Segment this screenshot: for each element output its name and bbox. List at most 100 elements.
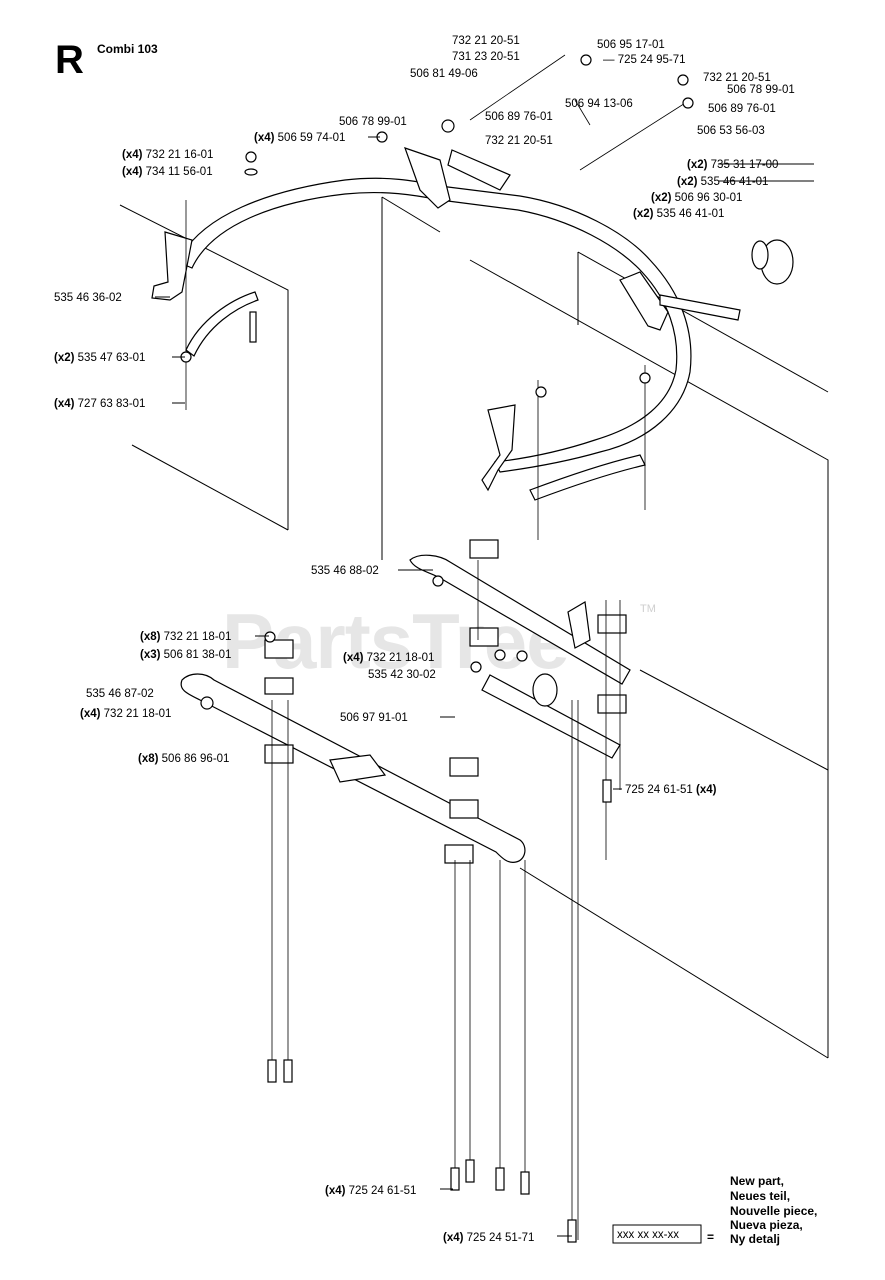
part-label: 535 46 87-02 (86, 688, 154, 700)
nut-9 (441, 119, 455, 133)
part-label: 506 78 99-01 (339, 116, 407, 128)
rear-plane-outline (469, 259, 829, 1058)
part-label: 506 94 13-06 (565, 98, 633, 110)
nut-14 (516, 650, 528, 662)
nut-13 (494, 649, 506, 661)
top-clamp (404, 147, 451, 209)
bolt-6 (520, 1171, 530, 1195)
legend-box (612, 1224, 702, 1244)
clamp-10 (597, 694, 627, 714)
part-label: (x2) 535 46 41-01 (633, 208, 724, 220)
washer-1 (244, 168, 258, 176)
part-label: (x8) 506 86 96-01 (138, 753, 229, 765)
bolt-1 (267, 1059, 277, 1083)
part-label: 732 21 20-51 (485, 135, 553, 147)
part-labels: 732 21 20-51 731 23 20-51 506 81 49-06 5… (54, 35, 795, 1244)
part-label: (x8) 732 21 18-01 (140, 631, 231, 643)
part-label: 732 21 20-51 (452, 35, 520, 47)
part-label: 725 24 61-51 (x4) (625, 784, 717, 796)
part-label: (x4) 732 21 18-01 (343, 652, 434, 664)
pedal-plate (329, 754, 387, 783)
part-label: (x2) 735 31 17-00 (687, 159, 778, 171)
section-letter: R (55, 38, 84, 82)
clamp-8 (444, 844, 474, 864)
legend-line: Nouvelle piece, (730, 1204, 817, 1218)
part-label: (x4) 506 59 74-01 (254, 132, 345, 144)
part-label: (x4) 727 63 83-01 (54, 398, 145, 410)
part-label: (x4) 732 21 18-01 (80, 708, 171, 720)
nut-15 (432, 575, 444, 587)
bolt-7 (567, 1219, 577, 1243)
clamp-9 (597, 614, 627, 634)
right-axle (659, 294, 741, 321)
part-label: 535 46 88-02 (311, 565, 379, 577)
nut-11 (639, 372, 651, 384)
right-plane-top (577, 251, 829, 393)
legend-line: Ny detalj (730, 1232, 780, 1246)
upright-tab (567, 601, 591, 649)
clamp-1 (264, 639, 294, 659)
top-cable-1 (469, 54, 566, 121)
center-plane-top (381, 196, 441, 233)
nut-12 (470, 661, 482, 673)
clamp-3 (264, 744, 294, 764)
nut-10 (535, 386, 547, 398)
clamp-6 (449, 757, 479, 777)
top-clamp-bar (447, 149, 511, 191)
legend: xxx xx xx-xx = New part, Neues teil, Nou… (612, 1174, 817, 1246)
part-label: 731 23 20-51 (452, 51, 520, 63)
part-label: (x4) 725 24 51-71 (443, 1232, 534, 1244)
upper-crossbar (409, 554, 631, 685)
nut-7 (677, 74, 689, 86)
nut-5 (200, 696, 214, 710)
legend-line: Neues teil, (730, 1189, 790, 1203)
watermark-trademark: TM (640, 603, 656, 615)
rear-plane-bottom (519, 867, 829, 1059)
mount-bar (481, 674, 621, 759)
exploded-drawing (119, 54, 829, 1243)
bolt-4 (465, 1159, 475, 1183)
rear-plane-mid (639, 669, 829, 771)
clamp-7 (449, 799, 479, 819)
model-title: Combi 103 (97, 42, 158, 56)
nut-4 (264, 631, 276, 643)
top-cable-2 (579, 99, 691, 171)
nut-8 (682, 97, 694, 109)
roller-wheel-hub (751, 240, 769, 270)
clamp-2 (264, 677, 294, 695)
part-label: 506 95 17-01 (597, 39, 665, 51)
part-label: 506 53 56-03 (697, 125, 765, 137)
cable-o (574, 99, 591, 126)
bolt-5 (495, 1167, 505, 1191)
left-handle-bracket (151, 231, 193, 301)
leader-lines (155, 136, 814, 1237)
nut-6 (580, 54, 592, 66)
legend-line: Nueva pieza, (730, 1218, 803, 1232)
nut-2 (245, 151, 257, 163)
lower-mount-bracket (481, 404, 516, 492)
part-label: (x4) 734 11 56-01 (122, 166, 213, 178)
part-label: 535 42 30-02 (368, 669, 436, 681)
part-label: (x2) 535 47 63-01 (54, 352, 145, 364)
part-label: (x4) 725 24 61-51 (325, 1185, 416, 1197)
legend-box-text: xxx xx xx-xx (617, 1229, 679, 1241)
part-label: 506 81 49-06 (410, 68, 478, 80)
part-label: (x3) 506 81 38-01 (140, 649, 231, 661)
right-handle-bracket (619, 271, 669, 331)
clamp-5 (469, 627, 499, 647)
bolt-3 (450, 1167, 460, 1191)
part-label: — 725 24 95-71 (603, 54, 686, 66)
bolt-8 (602, 779, 612, 803)
part-label: 506 89 76-01 (708, 103, 776, 115)
part-label: 506 97 91-01 (340, 712, 408, 724)
bolt-2 (283, 1059, 293, 1083)
left-strut (185, 291, 259, 357)
pivot-hub (532, 673, 558, 707)
legend-equals: = (707, 1230, 714, 1244)
part-label: 535 46 36-02 (54, 292, 122, 304)
part-label: (x2) 506 96 30-01 (651, 192, 742, 204)
part-label: 732 21 20-51 (703, 72, 771, 84)
left-plane-outline (119, 204, 289, 530)
part-label: (x4) 732 21 16-01 (122, 149, 213, 161)
